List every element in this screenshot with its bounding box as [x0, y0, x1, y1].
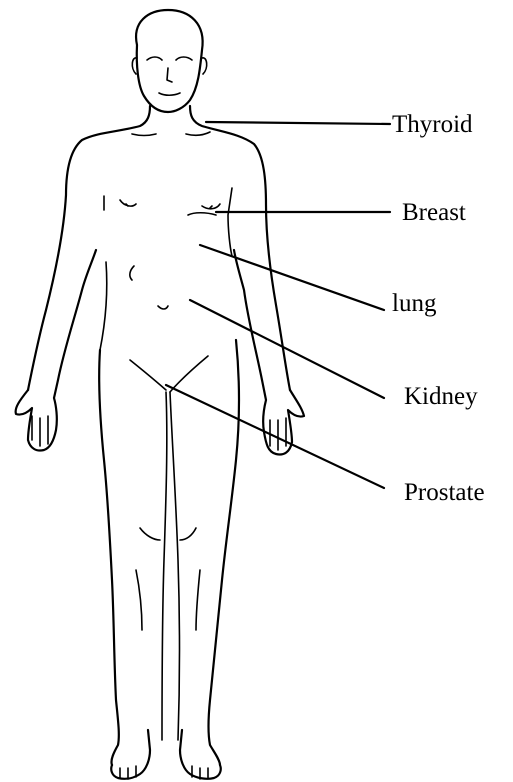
label-prostate: Prostate	[404, 479, 485, 506]
label-lung: lung	[392, 290, 437, 317]
lung-leader	[200, 245, 384, 310]
prostate-leader	[166, 385, 384, 488]
label-breast: Breast	[402, 199, 466, 226]
kidney-leader	[190, 300, 384, 398]
torso	[28, 106, 290, 390]
head	[132, 10, 206, 112]
legs	[99, 340, 239, 765]
label-kidney: Kidney	[404, 383, 478, 410]
thyroid-leader	[206, 122, 390, 124]
label-thyroid: Thyroid	[392, 111, 473, 138]
feet	[111, 730, 221, 779]
arms	[16, 250, 304, 455]
